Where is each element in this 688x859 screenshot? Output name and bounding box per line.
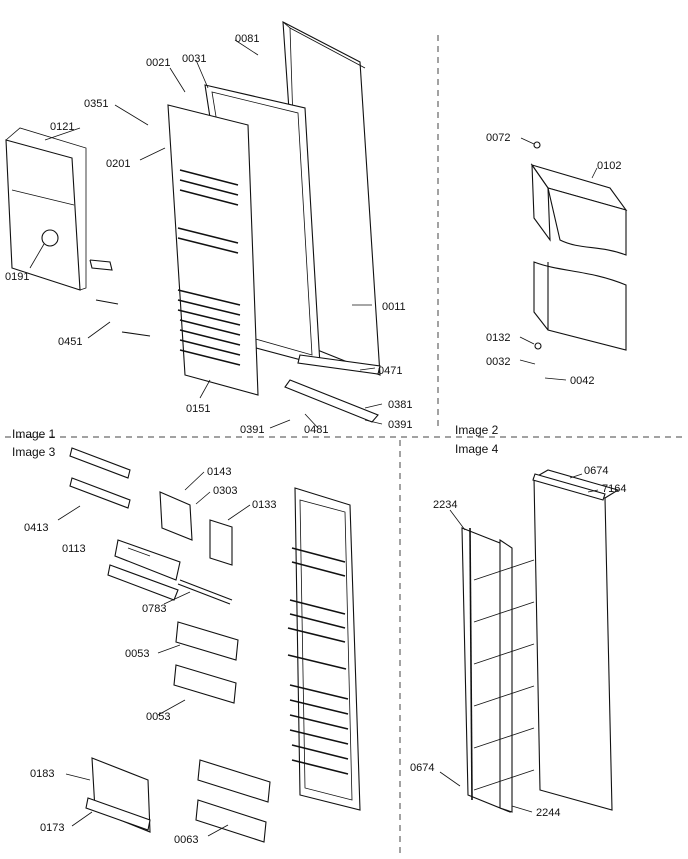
panel-2-labels: Image 2 0072 0102 0132 0032 0042 [455, 132, 621, 437]
part-label: 0032 [486, 356, 510, 368]
part-label: 0783 [142, 603, 166, 615]
image4-drawing [439, 469, 620, 813]
part-label: 0413 [24, 522, 48, 534]
part-label: 0391 [240, 424, 264, 436]
part-label: 0451 [58, 336, 82, 348]
part-label: 0351 [84, 98, 108, 110]
panel-title: Image 4 [455, 442, 499, 456]
part-label: 0183 [30, 768, 54, 780]
part-label: 0143 [207, 466, 231, 478]
part-label: 0133 [252, 499, 276, 511]
part-label: 0011 [382, 301, 406, 313]
part-label: 0053 [125, 648, 149, 660]
panel-3-labels: Image 3 0143 0303 0133 0413 0113 0783 00… [12, 445, 276, 846]
panel-dividers [5, 35, 682, 855]
panel-title: Image 3 [12, 445, 56, 459]
part-label: 0471 [378, 365, 402, 377]
part-label: 0481 [304, 424, 328, 436]
panel-title: Image 1 [12, 427, 56, 441]
part-label: 7164 [602, 483, 626, 495]
part-label: 0072 [486, 132, 510, 144]
part-label: 0151 [186, 403, 210, 415]
part-label: 2244 [536, 807, 560, 819]
part-label: 0674 [410, 762, 434, 774]
part-label: 0381 [388, 399, 412, 411]
part-label: 0081 [235, 33, 259, 45]
part-label: 0113 [62, 543, 86, 555]
part-label: 0121 [50, 121, 74, 133]
panel-1-labels: Image 1 0081 0021 0031 0351 0121 0201 01… [5, 33, 412, 441]
part-label: 0042 [570, 375, 594, 387]
image3-drawing [57, 447, 361, 843]
part-label: 2234 [433, 499, 457, 511]
panel-4-labels: Image 4 0674 7164 2234 0674 2244 [410, 442, 626, 819]
part-label: 0201 [106, 158, 130, 170]
part-label: 0303 [213, 485, 237, 497]
part-label: 0173 [40, 822, 64, 834]
image2-drawing [519, 137, 628, 381]
part-label: 0031 [182, 53, 206, 65]
part-label: 0674 [584, 465, 608, 477]
part-label: 0391 [388, 419, 412, 431]
part-label: 0191 [5, 271, 29, 283]
part-label: 0021 [146, 57, 170, 69]
part-label: 0102 [597, 160, 621, 172]
image1-drawing [5, 21, 383, 429]
part-label: 0063 [174, 834, 198, 846]
part-label: 0053 [146, 711, 170, 723]
panel-title: Image 2 [455, 423, 499, 437]
part-label: 0132 [486, 332, 510, 344]
